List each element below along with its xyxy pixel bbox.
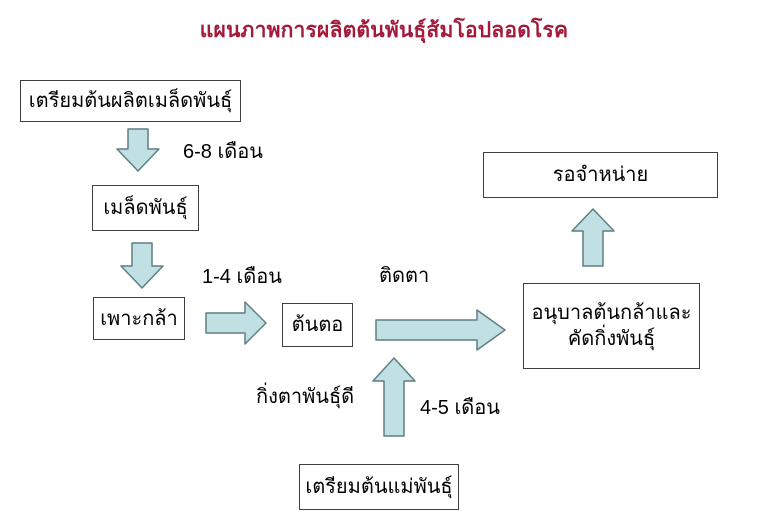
right-arrow-icon bbox=[375, 309, 506, 351]
down-arrow-icon bbox=[120, 242, 164, 289]
node-rootstock: ต้นตอ bbox=[282, 303, 353, 347]
node-await-sale: รอจำหน่าย bbox=[483, 152, 718, 198]
edge-label-budding: ติดตา bbox=[379, 265, 430, 287]
edge-label-duration-4-5-months: 4-5 เดือน bbox=[420, 397, 500, 419]
up-arrow-icon bbox=[372, 357, 416, 437]
edge-label-duration-6-8-months: 6-8 เดือน bbox=[183, 141, 263, 163]
node-prepare-seed-production-tree: เตรียมต้นผลิตเมล็ดพันธุ์ bbox=[20, 80, 241, 122]
right-arrow-icon bbox=[205, 301, 267, 345]
diagram-title: แผนภาพการผลิตต้นพันธุ์ส้มโอปลอดโรค bbox=[199, 19, 569, 42]
node-label: เมล็ดพันธุ์ bbox=[103, 197, 188, 219]
edge-label-good-scion: กิ่งตาพันธุ์ดี bbox=[256, 386, 355, 408]
node-label: ต้นตอ bbox=[291, 314, 344, 336]
node-label: เตรียมต้นแม่พันธุ์ bbox=[305, 476, 453, 498]
node-sow-seedling: เพาะกล้า bbox=[93, 297, 185, 340]
up-arrow-icon bbox=[571, 208, 615, 267]
node-label-line1: อนุบาลต้นกล้าและ bbox=[531, 302, 692, 324]
node-prepare-mother-tree: เตรียมต้นแม่พันธุ์ bbox=[299, 464, 459, 510]
node-label: เพาะกล้า bbox=[100, 307, 178, 330]
node-label: เตรียมต้นผลิตเมล็ดพันธุ์ bbox=[28, 90, 233, 112]
edge-label-duration-1-4-months: 1-4 เดือน bbox=[202, 266, 282, 288]
down-arrow-icon bbox=[116, 128, 160, 172]
node-label: รอจำหน่าย bbox=[552, 164, 649, 186]
node-seed: เมล็ดพันธุ์ bbox=[92, 185, 199, 231]
node-nursing-and-selection: อนุบาลต้นกล้าและ คัดกิ่งพันธุ์ bbox=[523, 283, 700, 369]
node-label-line2: คัดกิ่งพันธุ์ bbox=[567, 328, 656, 350]
